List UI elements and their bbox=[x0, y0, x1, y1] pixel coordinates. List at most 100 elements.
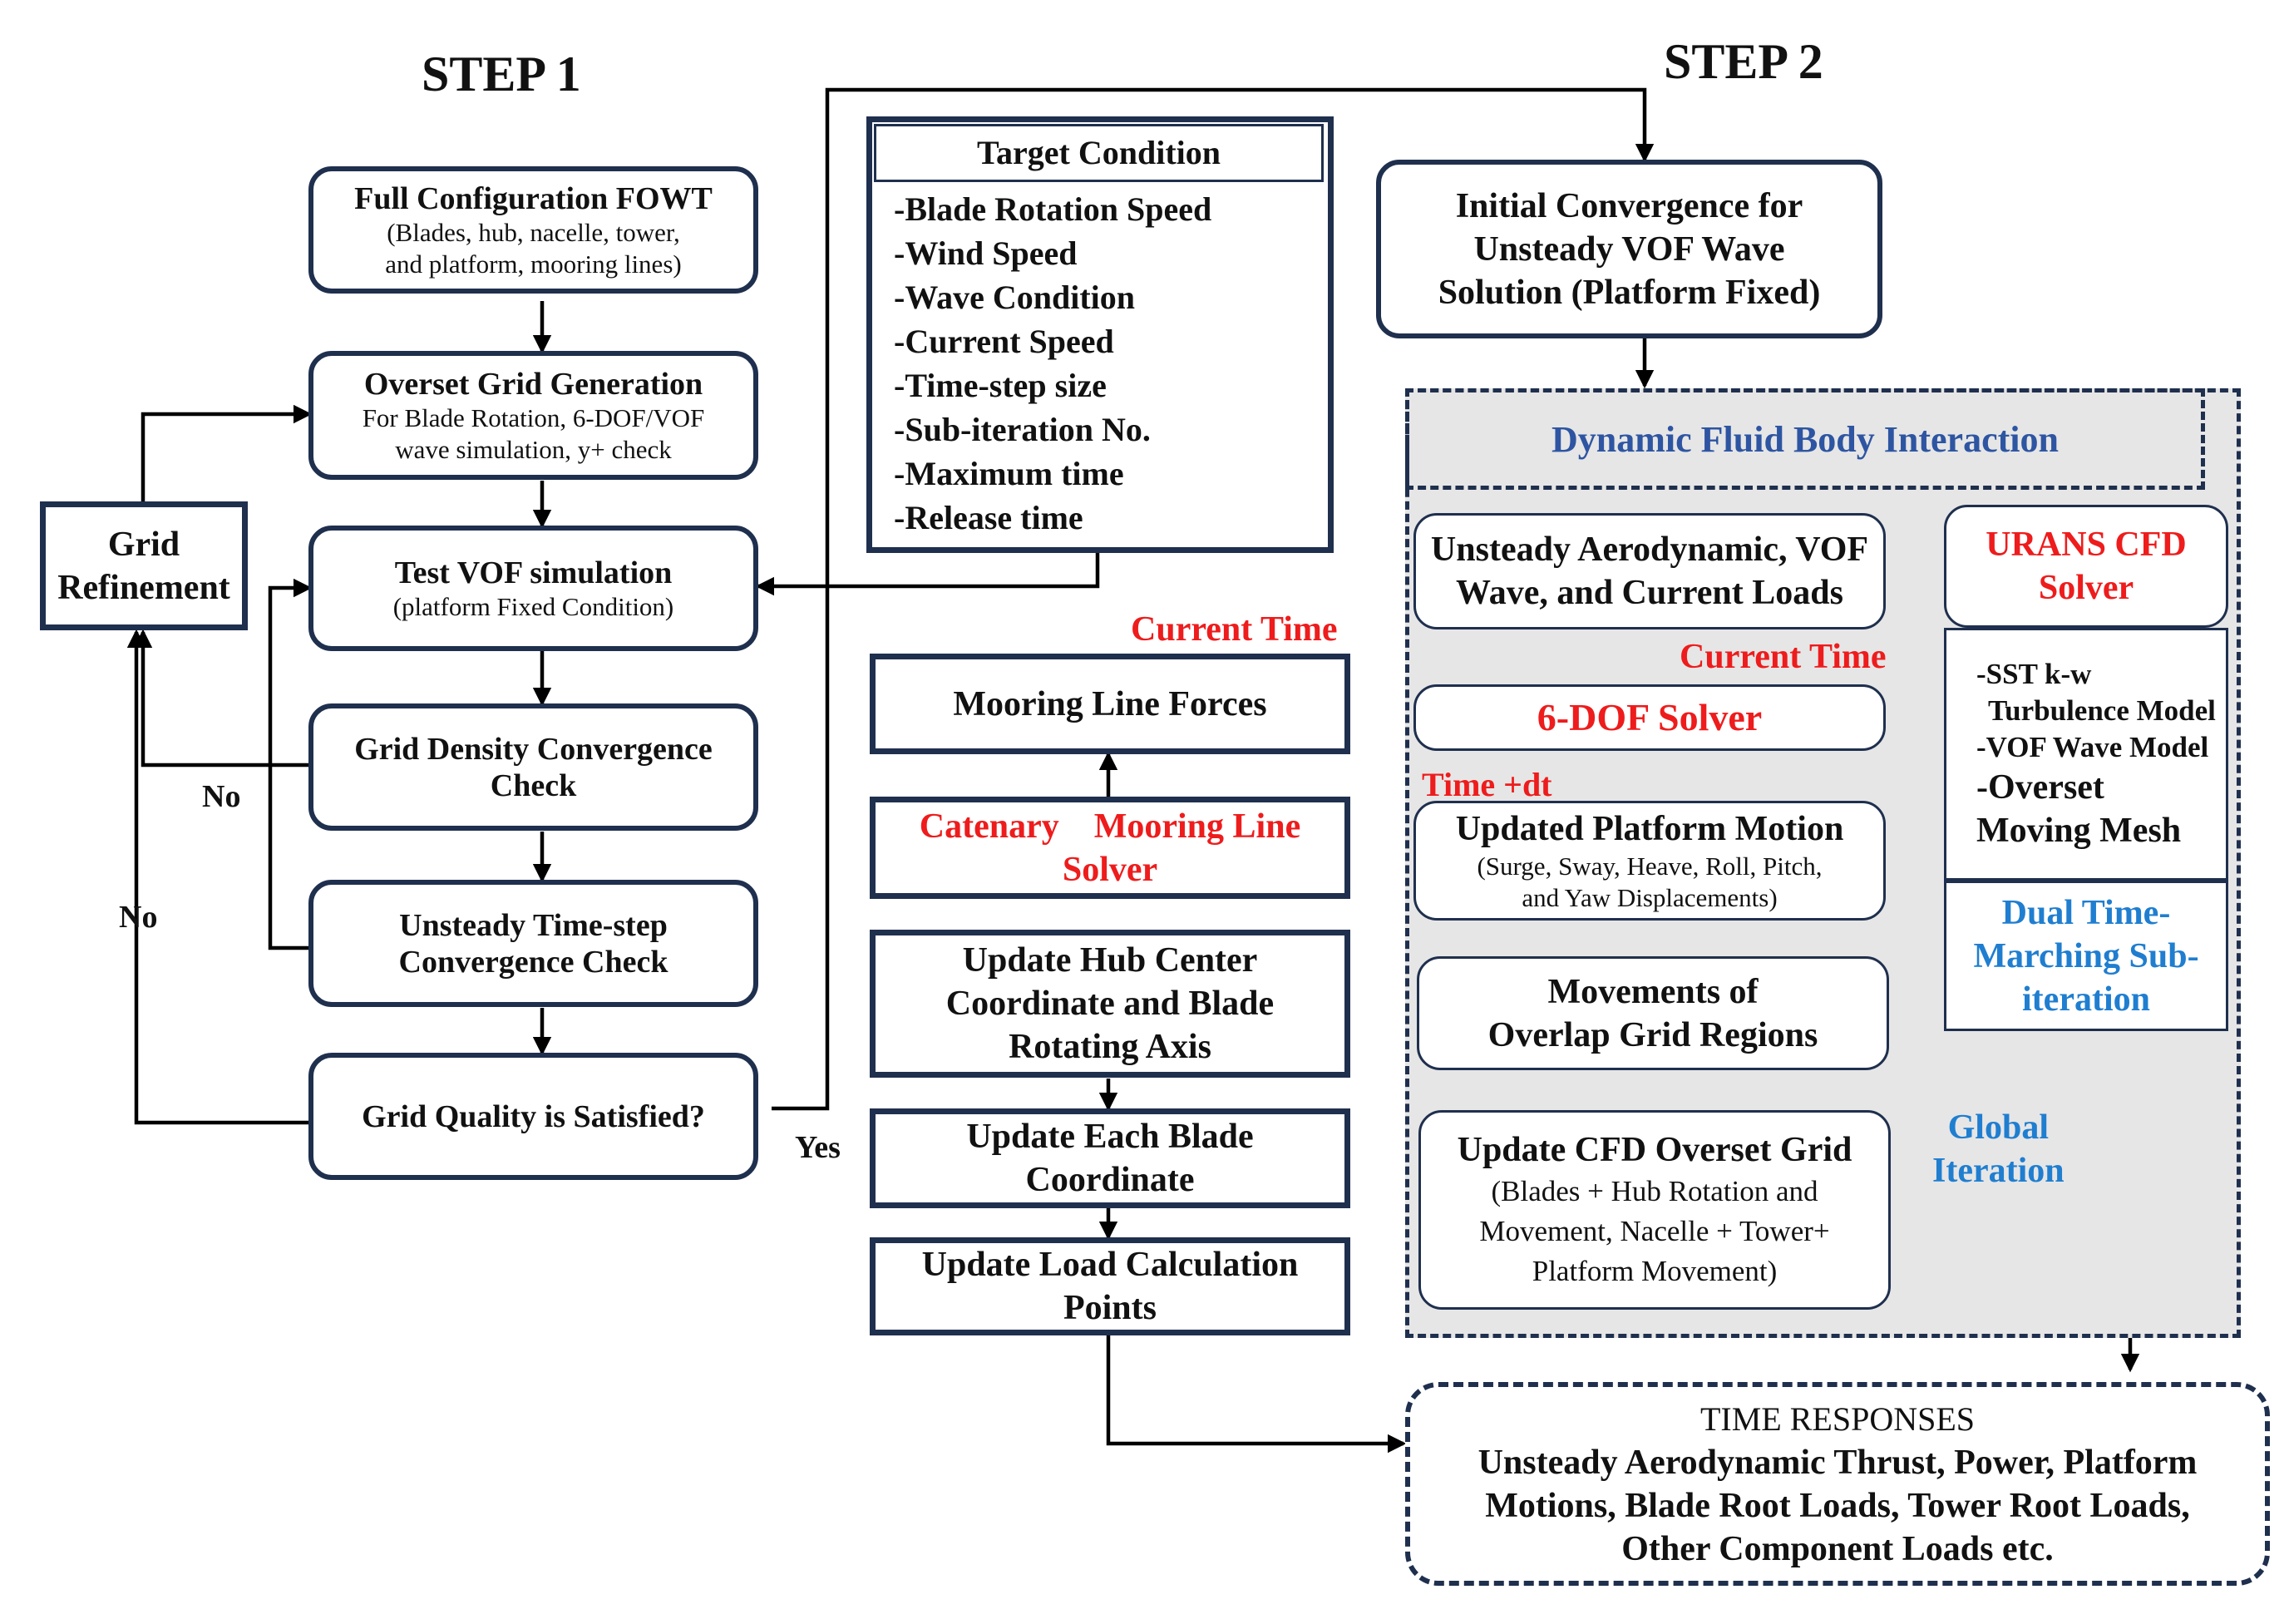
test-vof-title: Test VOF simulation bbox=[394, 555, 673, 590]
test-vof-simulation-box: Test VOF simulation (platform Fixed Cond… bbox=[308, 526, 758, 651]
step2-title: STEP 2 bbox=[1664, 34, 1823, 89]
unsteady-ts-line-2: Convergence Check bbox=[398, 944, 668, 980]
no-label-density: No bbox=[202, 779, 241, 814]
update-hub-line-3: Rotating Axis bbox=[1009, 1028, 1211, 1066]
overset-grid-desc-1: For Blade Rotation, 6-DOF/VOF bbox=[362, 402, 705, 432]
update-blade-line-2: Coordinate bbox=[1025, 1161, 1195, 1199]
update-cfd-desc-1: (Blades + Hub Rotation and bbox=[1491, 1175, 1818, 1207]
dual-time-marching-box: Dual Time- Marching Sub- iteration bbox=[1944, 881, 2228, 1031]
updated-platform-motion-box: Updated Platform Motion (Surge, Sway, He… bbox=[1413, 801, 1886, 921]
time-responses-line-1: Unsteady Aerodynamic Thrust, Power, Plat… bbox=[1477, 1443, 2198, 1482]
initial-convergence-box: Initial Convergence for Unsteady VOF Wav… bbox=[1376, 160, 1882, 338]
target-item: -Wind Speed bbox=[894, 234, 1078, 272]
catenary-line-2: Solver bbox=[1062, 850, 1158, 889]
update-cfd-desc-3: Platform Movement) bbox=[1532, 1255, 1778, 1287]
global-iteration-label: Global Iteration bbox=[1932, 1106, 2065, 1192]
dual-time-line-3: iteration bbox=[2022, 980, 2150, 1019]
initial-convergence-line-3: Solution (Platform Fixed) bbox=[1438, 273, 1821, 312]
opt-turbulence: Turbulence Model bbox=[1988, 694, 2216, 727]
mooring-line-word: Mooring Line bbox=[1093, 807, 1301, 846]
update-cfd-title: Update CFD Overset Grid bbox=[1457, 1131, 1852, 1169]
target-item: -Release time bbox=[894, 499, 1083, 536]
catenary-solver-box: Catenary Mooring Line Solver bbox=[870, 797, 1350, 899]
step1-title: STEP 1 bbox=[422, 47, 581, 101]
grid-refinement-line-1: Grid bbox=[107, 525, 180, 564]
catenary-line-1: Catenary Mooring Line bbox=[920, 805, 1300, 848]
update-hub-line-1: Update Hub Center bbox=[962, 941, 1258, 980]
update-hub-line-2: Coordinate and Blade bbox=[945, 985, 1275, 1023]
updated-motion-desc-1: (Surge, Sway, Heave, Roll, Pitch, bbox=[1477, 851, 1823, 881]
grid-density-convergence-box: Grid Density Convergence Check bbox=[308, 703, 758, 831]
current-time-label-middle: Current Time bbox=[1131, 610, 1338, 649]
target-item: -Time-step size bbox=[894, 367, 1107, 404]
update-load-line-2: Points bbox=[1063, 1289, 1157, 1327]
six-dof-title: 6-DOF Solver bbox=[1537, 696, 1763, 738]
time-responses-line-2: Motions, Blade Root Loads, Tower Root Lo… bbox=[1485, 1486, 2190, 1525]
no-label-quality: No bbox=[119, 900, 158, 935]
initial-convergence-line-1: Initial Convergence for bbox=[1455, 186, 1803, 225]
target-item: -Blade Rotation Speed bbox=[894, 190, 1212, 228]
unsteady-time-step-box: Unsteady Time-step Convergence Check bbox=[308, 880, 758, 1007]
update-load-line-1: Update Load Calculation bbox=[921, 1246, 1299, 1284]
urans-line-2: Solver bbox=[2038, 569, 2134, 607]
grid-density-line-2: Check bbox=[490, 768, 577, 803]
updated-motion-title: Updated Platform Motion bbox=[1455, 810, 1844, 848]
opt-overset: -Overset bbox=[1976, 768, 2104, 807]
update-load-calculation-box: Update Load Calculation Points bbox=[870, 1237, 1350, 1335]
target-item: -Maximum time bbox=[894, 455, 1124, 492]
movements-line-2: Overlap Grid Regions bbox=[1487, 1015, 1818, 1054]
unsteady-aero-line-2: Wave, and Current Loads bbox=[1456, 574, 1843, 612]
grid-refinement-box: Grid Refinement bbox=[40, 501, 248, 630]
update-hub-center-box: Update Hub Center Coordinate and Blade R… bbox=[870, 930, 1350, 1078]
update-blade-line-1: Update Each Blade bbox=[966, 1118, 1254, 1156]
target-condition-list: -Blade Rotation Speed -Wind Speed -Wave … bbox=[894, 187, 1211, 540]
yes-label: Yes bbox=[795, 1130, 841, 1165]
unsteady-aero-loads-box: Unsteady Aerodynamic, VOF Wave, and Curr… bbox=[1413, 513, 1886, 629]
overset-grid-generation-box: Overset Grid Generation For Blade Rotati… bbox=[308, 351, 758, 480]
update-cfd-desc-2: Movement, Nacelle + Tower+ bbox=[1479, 1215, 1830, 1247]
unsteady-aero-line-1: Unsteady Aerodynamic, VOF bbox=[1430, 531, 1869, 569]
updated-motion-desc-2: and Yaw Displacements) bbox=[1522, 883, 1778, 912]
time-responses-line-3: Other Component Loads etc. bbox=[1621, 1529, 2054, 1568]
current-time-label-right: Current Time bbox=[1680, 638, 1887, 676]
grid-quality-decision-box: Grid Quality is Satisfied? bbox=[308, 1053, 758, 1180]
time-responses-title: TIME RESPONSES bbox=[1699, 1399, 1976, 1438]
target-item: -Sub-iteration No. bbox=[894, 411, 1151, 448]
target-condition-header: Target Condition bbox=[874, 124, 1324, 182]
update-each-blade-box: Update Each Blade Coordinate bbox=[870, 1108, 1350, 1208]
urans-cfd-solver-box: URANS CFD Solver bbox=[1944, 505, 2228, 628]
dfbi-title: Dynamic Fluid Body Interaction bbox=[1551, 418, 2059, 460]
solver-options-box: -SST k-w Turbulence Model -VOF Wave Mode… bbox=[1944, 628, 2228, 881]
test-vof-desc: (platform Fixed Condition) bbox=[392, 591, 674, 621]
initial-convergence-line-2: Unsteady VOF Wave bbox=[1473, 230, 1785, 269]
full-configuration-desc-1: (Blades, hub, nacelle, tower, bbox=[387, 217, 680, 247]
overset-grid-title: Overset Grid Generation bbox=[363, 366, 703, 402]
target-condition-title: Target Condition bbox=[976, 134, 1221, 171]
full-configuration-desc-2: and platform, mooring lines) bbox=[385, 249, 682, 279]
unsteady-ts-line-1: Unsteady Time-step bbox=[399, 907, 668, 943]
movements-overlap-box: Movements of Overlap Grid Regions bbox=[1417, 956, 1889, 1070]
full-configuration-box: Full Configuration FOWT (Blades, hub, na… bbox=[308, 166, 758, 294]
opt-sst: -SST k-w bbox=[1976, 658, 2092, 690]
full-configuration-title: Full Configuration FOWT bbox=[354, 180, 713, 216]
target-condition-box: Target Condition -Blade Rotation Speed -… bbox=[866, 116, 1334, 553]
catenary-word: Catenary bbox=[919, 807, 1059, 846]
urans-line-1: URANS CFD bbox=[1986, 526, 2187, 564]
time-responses-box: TIME RESPONSES Unsteady Aerodynamic Thru… bbox=[1405, 1382, 2270, 1586]
target-item: -Current Speed bbox=[894, 323, 1114, 360]
six-dof-solver-box: 6-DOF Solver bbox=[1413, 684, 1886, 751]
opt-moving: Moving Mesh bbox=[1976, 812, 2182, 850]
dual-time-line-1: Dual Time- bbox=[2001, 893, 2171, 932]
dual-time-line-2: Marching Sub- bbox=[1973, 936, 2199, 975]
iteration-word: Iteration bbox=[1932, 1152, 2065, 1190]
target-item: -Wave Condition bbox=[894, 279, 1136, 316]
opt-vof: -VOF Wave Model bbox=[1976, 731, 2209, 763]
grid-refinement-line-2: Refinement bbox=[57, 568, 230, 607]
grid-density-line-1: Grid Density Convergence bbox=[354, 731, 713, 767]
overset-grid-desc-2: wave simulation, y+ check bbox=[395, 434, 672, 464]
movements-line-1: Movements of bbox=[1547, 972, 1759, 1011]
grid-quality-title: Grid Quality is Satisfied? bbox=[362, 1098, 705, 1134]
mooring-line-forces-box: Mooring Line Forces bbox=[870, 654, 1350, 754]
global-word: Global bbox=[1947, 1108, 2049, 1147]
time-dt-label: Time +dt bbox=[1422, 766, 1552, 803]
